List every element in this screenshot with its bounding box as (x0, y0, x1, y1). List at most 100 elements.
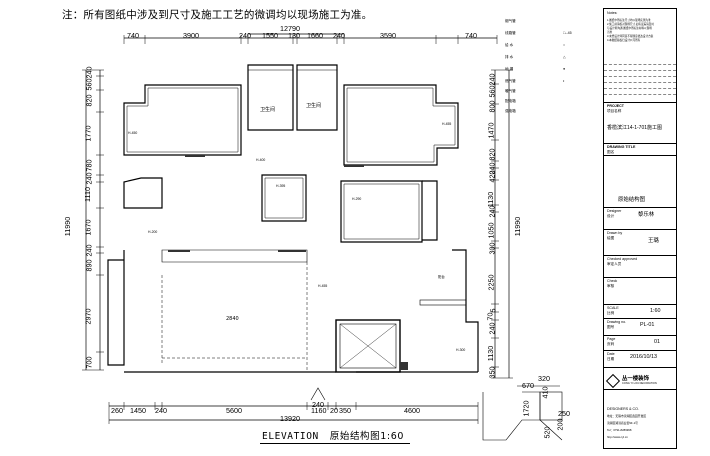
notes-line-3: 与设计师沟通,图纸中所标注材料以现场 (607, 27, 652, 30)
company-logo-icon (605, 373, 621, 389)
dim-bottom-9: 4600 (404, 406, 420, 415)
date-label-cn: 日期 (607, 357, 615, 361)
bottom-dimension-chain (108, 402, 479, 424)
entry-arrow (310, 387, 326, 401)
dim-detail-1720: 1720 (521, 400, 531, 417)
dim-right-4: 1470 (486, 122, 496, 139)
drawing-title-cn: 原始结构图1:60 (329, 431, 404, 442)
walls (107, 64, 479, 373)
scale-label-cn: 比例 (607, 311, 615, 315)
height-tag-3: H-400 (256, 158, 266, 162)
company-en: DESIGNERS & CO. (607, 407, 639, 411)
notes-line-1: 1.图纸中所标注尺寸均以现场实测为准 (607, 19, 651, 22)
height-tag-8: H-300 (456, 348, 466, 352)
legend-spec-3: △ (563, 55, 566, 59)
drawing-no-label-cn: 图号 (607, 325, 615, 329)
designer-name: 黎乐林 (638, 212, 655, 218)
drawing-note: 注：所有图纸中涉及到尺寸及施工工艺的微调均以现场施工为准。 (62, 9, 373, 21)
dim-right-16: 1130 (486, 345, 496, 362)
room-height-tag: 2840 (226, 316, 239, 322)
dim-detail-410: 410 (540, 386, 550, 399)
page-label-en: Page (607, 337, 616, 341)
dim-top-2: 3900 (183, 31, 199, 40)
company-address-1: 地址：无锡市滨湖区蠡园开发区 (607, 414, 647, 418)
height-tag-5: H-290 (352, 197, 362, 201)
drawing-no-label-en: Drawing no. (607, 320, 627, 324)
company-name: 丛一楼装饰 (622, 376, 649, 382)
height-tag-6: H-200 (148, 230, 158, 234)
dim-left-7: 1110 (82, 187, 92, 202)
date-value: 2016/10/13 (630, 354, 657, 360)
dim-bottom-8: 350 (339, 406, 351, 415)
dim-left-total: 11990 (63, 216, 73, 237)
company-tel: Tel：0791-8289998 (607, 428, 632, 432)
drawing-title-label-cn: 图名 (607, 150, 615, 154)
dim-right-11: 300 (487, 242, 497, 255)
legend-spec-1: □--45 (563, 31, 572, 35)
dim-left-5: 780 (84, 159, 94, 172)
legend-item-1: 烟气管 (505, 19, 516, 23)
drawn-name: 王璐 (648, 238, 659, 244)
project-label-cn: 项目名称 (607, 109, 622, 113)
legend-spec-5: ◐ (563, 79, 566, 83)
dim-top-5: 130 (288, 31, 300, 40)
height-tag-1: H-450 (128, 131, 138, 135)
legend-item-3: 给 水 (505, 43, 514, 47)
right-dimension-chain (491, 69, 513, 379)
dim-bottom-4: 5600 (226, 406, 242, 415)
dim-bottom-2: 1450 (130, 406, 146, 415)
drawing-title-en: ELEVATION (262, 431, 319, 442)
dim-detail-320: 320 (538, 374, 550, 383)
dim-bottom-total: 13920 (280, 414, 300, 423)
date-label-en: Date (607, 352, 615, 356)
legend-item-2: 线路管 (505, 31, 516, 35)
top-dimension-chain (123, 33, 498, 44)
notes-line-4: 为准 (607, 31, 613, 34)
height-tag-4: H-395 (276, 184, 286, 188)
notes-line-5: 3.未经设计师同意不得随意更改设计方案 (607, 35, 654, 38)
legend-item-6: 燃气管 (505, 79, 516, 83)
legend-item-8: 配电箱 (505, 99, 516, 103)
drawn-label-en: Drawn by (607, 231, 623, 235)
dim-right-15: 240 (487, 322, 497, 335)
dim-left-6: 240 (84, 172, 94, 185)
height-tag-7: H-455 (318, 284, 328, 288)
legend-item-4: 排 水 (505, 55, 514, 59)
left-dimension-chain (82, 69, 104, 371)
dim-right-17: 350 (487, 366, 497, 379)
legend-spec-4: ● (563, 67, 566, 71)
dim-left-9: 240 (84, 244, 94, 257)
page-value: 01 (654, 339, 660, 345)
dim-top-9: 740 (465, 31, 477, 40)
dim-top-total: 12790 (280, 24, 300, 33)
dim-right-3: 800 (487, 100, 497, 113)
project-label-en: PROJECT (607, 104, 624, 108)
notes-line-6: 4.本图纸版权归设计公司所有 (607, 39, 641, 42)
dim-bottom-7: 240 (312, 400, 324, 409)
dim-detail-520: 520 (542, 426, 552, 439)
dim-top-8: 3590 (380, 31, 396, 40)
dim-bottom-3: 240 (155, 406, 167, 415)
page-label-cn: 页码 (607, 342, 615, 346)
dim-right-10: 1050 (486, 222, 496, 239)
dim-bottom-6: 20 (330, 406, 338, 415)
legend-item-7: 暖气管 (505, 89, 516, 93)
room-toilet-left: 卫生间 (260, 107, 276, 113)
company-website: http://www.cyl.cn (607, 435, 628, 439)
checked-label-cn: 审定人员 (607, 262, 622, 266)
dim-right-7: 420 (487, 170, 497, 183)
legend-item-5: 地 漏 (505, 67, 514, 71)
title-block: Notes: 1.图纸中所标注尺寸均以现场实测为准 2.施工前请核对现场尺寸,如… (603, 8, 677, 449)
dim-left-1: 240 (84, 66, 94, 79)
designer-label-en: Designer (607, 209, 622, 213)
dim-right-1: 240 (487, 73, 497, 86)
dim-top-4: 1550 (262, 31, 278, 40)
company-subname: CONG YI LOU DECORATION (622, 382, 657, 385)
company-address-2: 滨湖区湖滨商业街9F-1号 (607, 421, 638, 425)
dim-right-14: 70 (485, 312, 495, 321)
drawing-title-value: 原始结构图 (618, 197, 645, 203)
dim-top-6: 1660 (307, 31, 323, 40)
dim-top-7: 240 (333, 31, 345, 40)
notes-line-2: 2.施工前请核对现场尺寸,如有误差请及时 (607, 23, 654, 26)
